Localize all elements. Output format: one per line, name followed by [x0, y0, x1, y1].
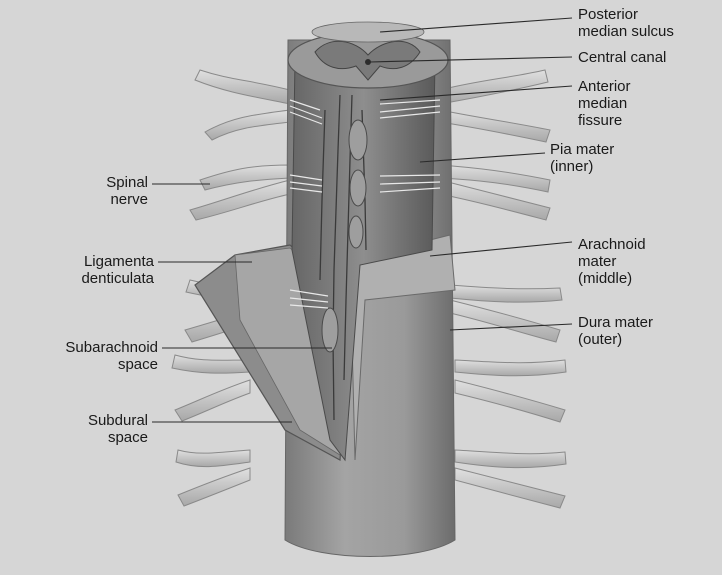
label-posterior-median-sulcus: Posterior median sulcus: [578, 6, 674, 40]
label-arachnoid-mater: Arachnoid mater (middle): [578, 236, 646, 287]
label-subdural-space: Subdural space: [88, 412, 148, 446]
label-central-canal: Central canal: [578, 49, 666, 66]
label-anterior-median-fissure: Anterior median fissure: [578, 78, 631, 129]
label-ligamenta-denticulata: Ligamenta denticulata: [81, 253, 154, 287]
label-subarachnoid-space: Subarachnoid space: [65, 339, 158, 373]
spinal-nerves-right: [440, 70, 566, 508]
label-pia-mater: Pia mater (inner): [550, 141, 614, 175]
label-dura-mater: Dura mater (outer): [578, 314, 653, 348]
label-spinal-nerve: Spinal nerve: [106, 174, 148, 208]
